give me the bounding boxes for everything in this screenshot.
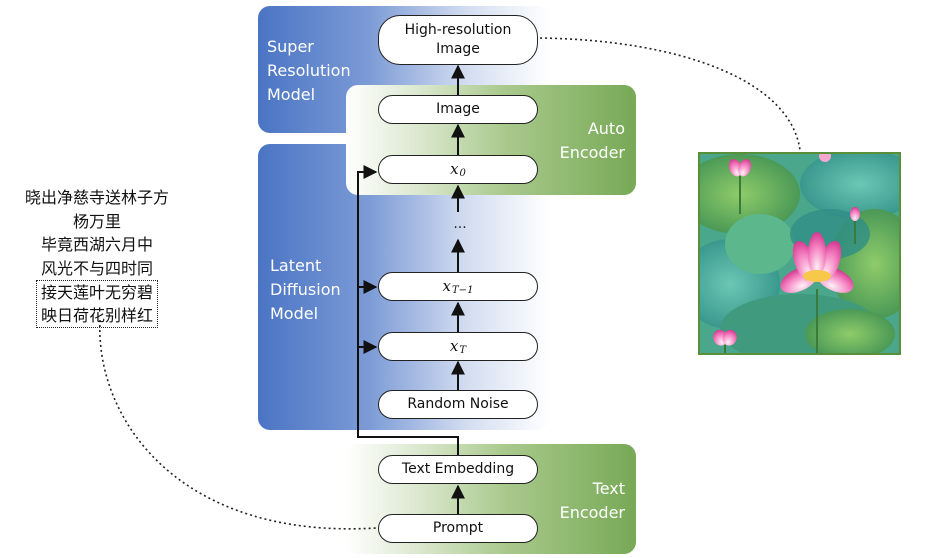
xt-minus-1-base: x <box>442 277 452 295</box>
dotted-link-poem-to-prompt <box>99 319 377 530</box>
conditioning-line <box>357 165 459 455</box>
image-node: Image <box>378 95 538 124</box>
poem-highlight-line: 接天莲叶无穷碧 <box>40 283 153 302</box>
poem-line: 风光不与四时同 <box>40 258 153 278</box>
xt-minus-1-subscript: T−1 <box>452 285 474 296</box>
x0-base: x <box>450 160 459 178</box>
poem-line: 杨万里 <box>72 211 121 231</box>
generated-lotus-image <box>698 152 901 355</box>
poem-highlight-box: 接天莲叶无穷碧 映日荷花别样红 <box>35 280 158 328</box>
ellipsis: ... <box>453 216 467 232</box>
prompt-node: Prompt <box>378 514 538 543</box>
poem-text: 晓出净慈寺送林子方 杨万里 毕竟西湖六月中 风光不与四时同 接天莲叶无穷碧 映日… <box>12 186 182 328</box>
text-embedding-node: Text Embedding <box>378 455 538 484</box>
lotus-painting-icon <box>700 154 899 353</box>
xt-subscript: T <box>459 345 467 356</box>
poem-highlight-line: 映日荷花别样红 <box>40 306 153 325</box>
poem-line: 晓出净慈寺送林子方 <box>24 188 169 207</box>
x0-subscript: 0 <box>459 168 466 179</box>
xt-base: x <box>449 337 459 355</box>
dotted-link-highres-to-picture <box>539 37 801 151</box>
random-noise-node: Random Noise <box>378 390 538 419</box>
poem-line: 毕竟西湖六月中 <box>40 235 153 254</box>
